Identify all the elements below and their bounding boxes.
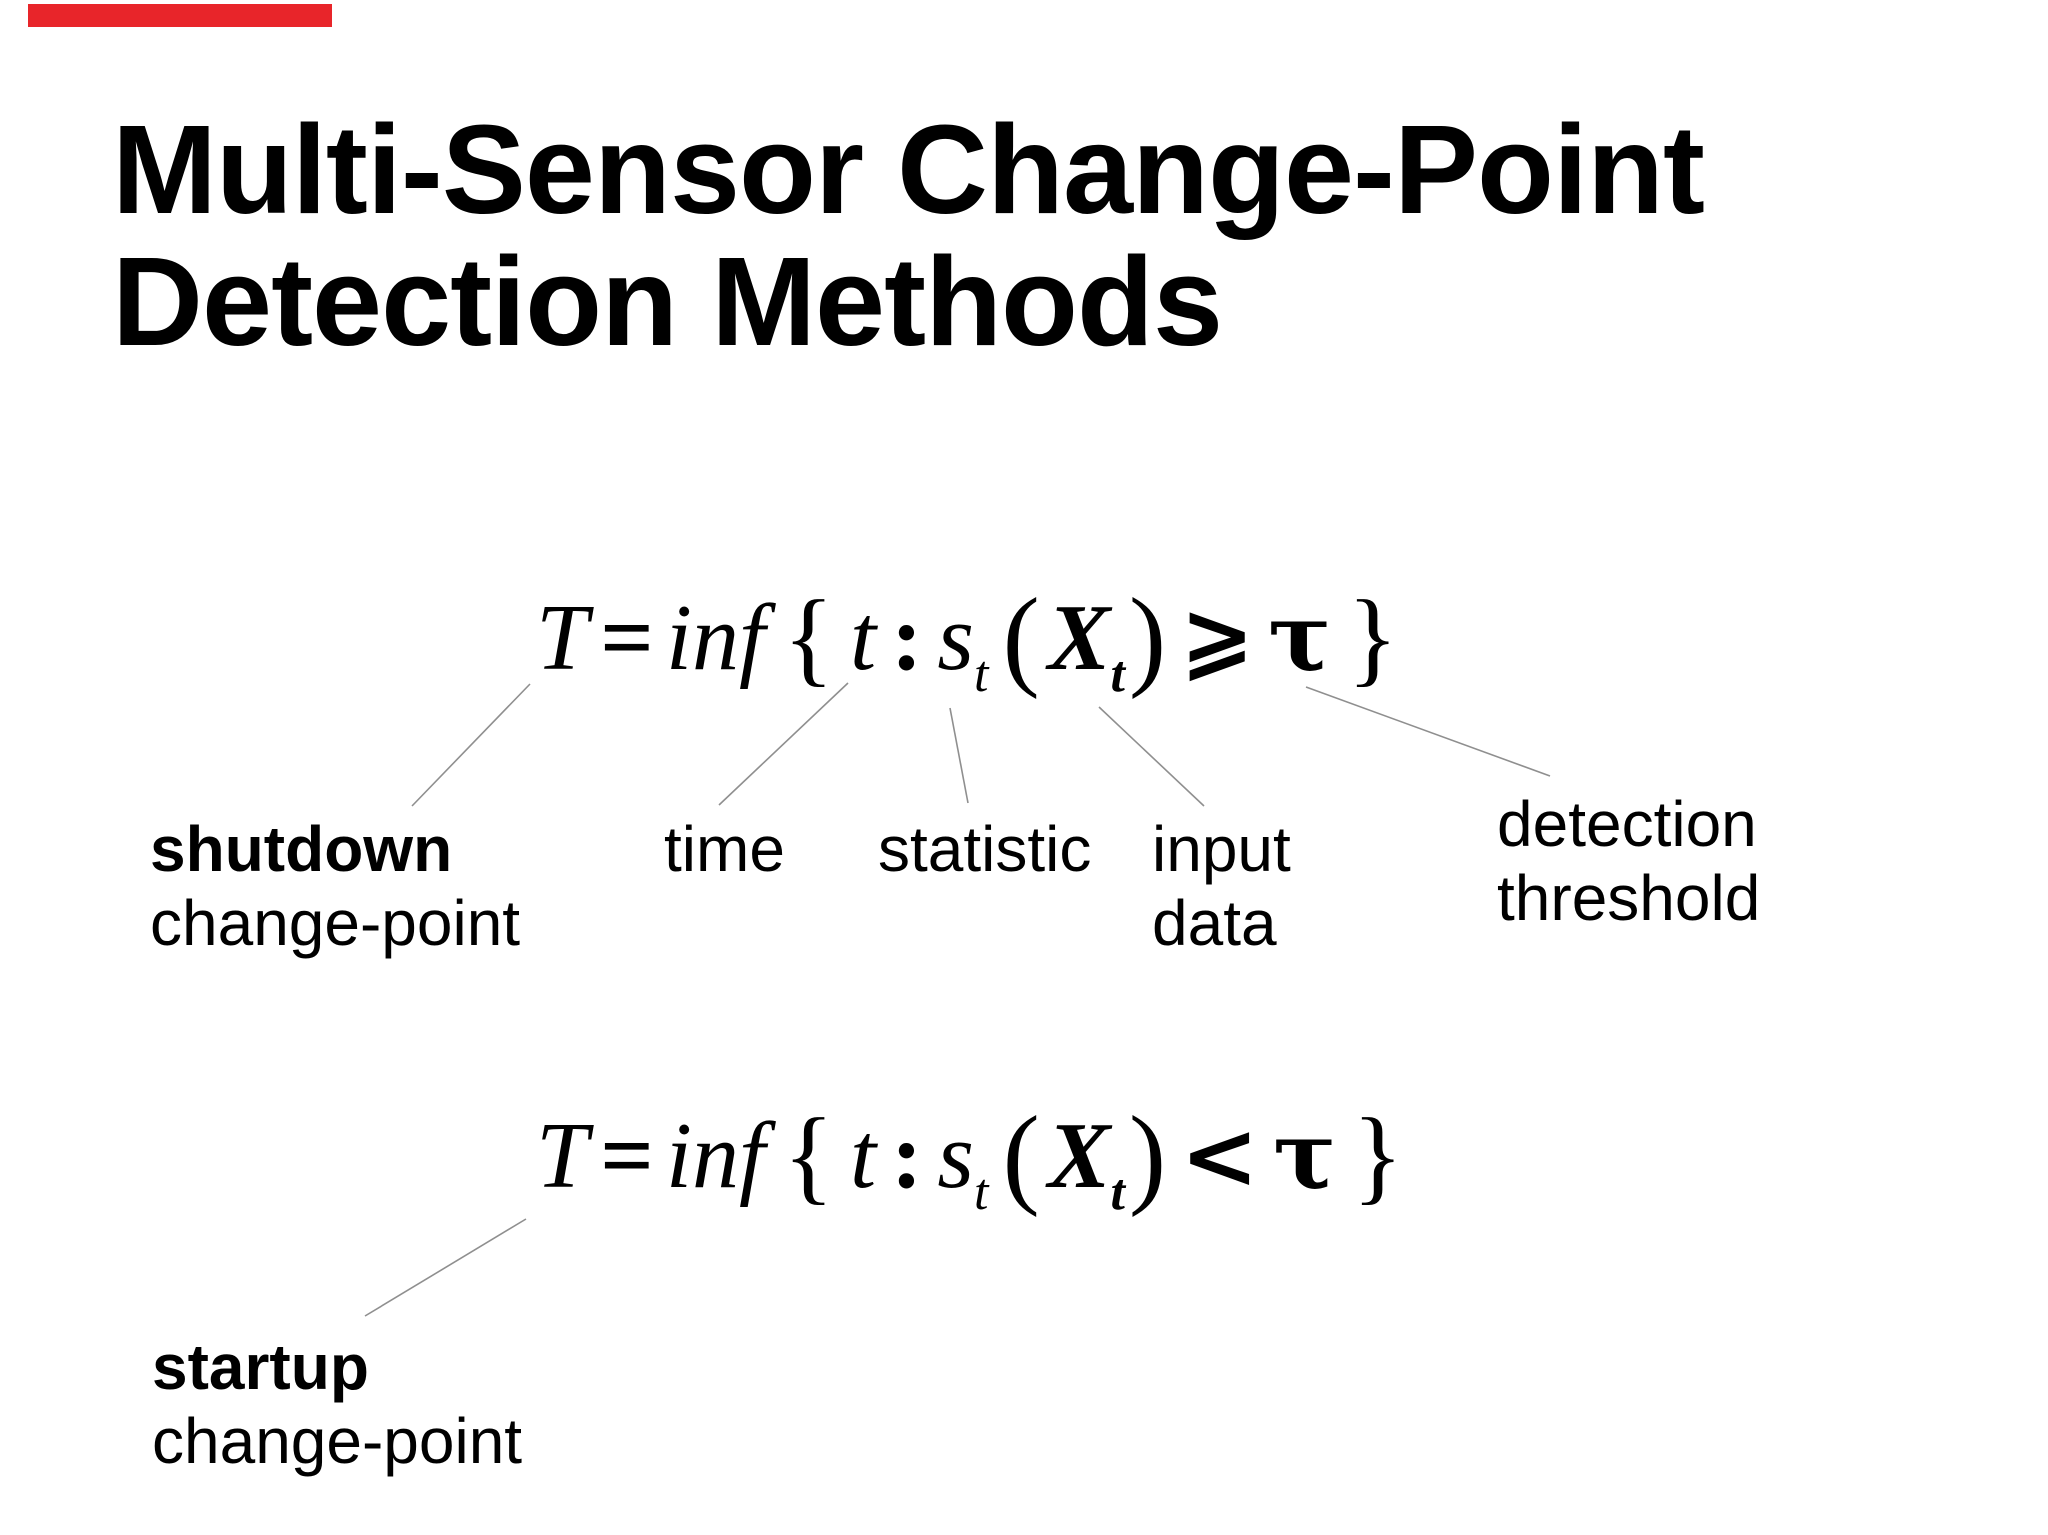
formula-token: < [1180, 1101, 1259, 1211]
red-banner [28, 4, 332, 27]
formula-token: { [783, 579, 834, 696]
formula-token: X [1047, 586, 1111, 690]
title-line-2: Detection Methods [112, 231, 1223, 372]
formula-token: t [849, 586, 877, 690]
label-line: change-point [150, 887, 521, 959]
label-line: statistic [878, 813, 1092, 885]
label-line: change-point [152, 1405, 523, 1477]
formula-token: = [600, 1104, 654, 1208]
formula-token: } [1347, 579, 1399, 696]
formula-token: ⩾ [1180, 586, 1254, 689]
formula-token: s [937, 586, 975, 690]
formula-token: : [891, 586, 923, 690]
formula-token: } [1352, 1097, 1404, 1214]
formula-token: τ [1272, 1101, 1337, 1211]
formula-token: inf [665, 586, 766, 690]
connector-line [364, 1218, 527, 1317]
formula-token: t [1110, 646, 1125, 703]
label-line: time [664, 813, 785, 885]
label-line: shutdown [150, 813, 453, 885]
formula-token: t [849, 1104, 877, 1208]
formula-token: inf [665, 1104, 766, 1208]
label-line: threshold [1497, 862, 1761, 934]
formula-token: T [536, 1104, 589, 1208]
formula-token: = [600, 586, 654, 690]
formula-token: s [937, 1104, 975, 1208]
label-line: data [1152, 887, 1277, 959]
formula-token: ) [1128, 1094, 1167, 1218]
formula-token: τ [1267, 583, 1332, 693]
formula-token: ( [1002, 1094, 1040, 1218]
title-line-1: Multi-Sensor Change-Point [112, 99, 1705, 240]
label-time: time [664, 812, 785, 886]
formula-token: t [1110, 1164, 1125, 1221]
label-statistic: statistic [878, 812, 1091, 886]
formula-token: t [974, 646, 989, 703]
label-line: detection [1497, 788, 1757, 860]
formula-token: X [1047, 1104, 1111, 1208]
formula-token: : [891, 1104, 923, 1208]
label-line: startup [152, 1331, 369, 1403]
formula-token: ) [1128, 576, 1167, 700]
formula-token: T [536, 586, 589, 690]
formula-token: ( [1002, 576, 1040, 700]
slide-title: Multi-Sensor Change-Point Detection Meth… [112, 104, 1705, 368]
connector-line [411, 683, 531, 807]
label-line: input [1152, 813, 1291, 885]
formula-token: { [783, 1097, 834, 1214]
formula-token: t [974, 1164, 989, 1221]
